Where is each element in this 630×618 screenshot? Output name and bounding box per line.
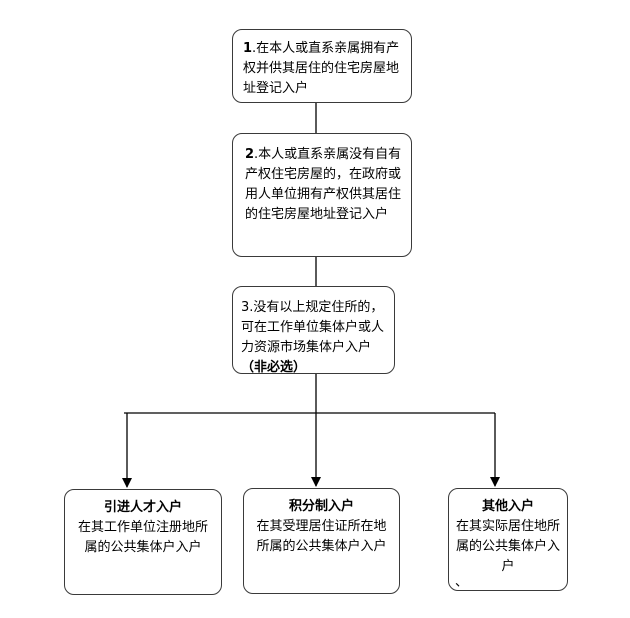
- branch-points-box: 积分制入户 在其受理居住证所在地所属的公共集体户入户: [243, 488, 400, 594]
- branch-title: 引进人才入户: [103, 500, 182, 515]
- step-2-box: 2.本人或直系亲属没有自有产权住宅房屋的，在政府或用人单位拥有产权供其居住的住宅…: [232, 133, 412, 257]
- step-1-number: 1: [243, 41, 253, 56]
- branch-description: 在其工作单位注册地所属的公共集体户入户: [77, 520, 208, 555]
- branch-trailing-mark: 、: [455, 575, 469, 590]
- step-1-text: 1.在本人或直系亲属拥有产权并供其居住的住宅房屋地址登记入户: [243, 41, 400, 96]
- step-2-text: 2.本人或直系亲属没有自有产权住宅房屋的，在政府或用人单位拥有产权供其居住的住宅…: [245, 147, 402, 222]
- step-2-number: 2: [245, 147, 255, 162]
- step-3-box: 3.没有以上规定住所的，可在工作单位集体户或人力资源市场集体户入户（非必选）: [232, 286, 395, 374]
- branch-title: 积分制入户: [288, 499, 354, 514]
- step-3-text: 3.没有以上规定住所的，可在工作单位集体户或人力资源市场集体户入户（非必选）: [241, 300, 385, 374]
- step-1-box: 1.在本人或直系亲属拥有产权并供其居住的住宅房屋地址登记入户: [232, 29, 412, 103]
- branch-talent-box: 引进人才入户 在其工作单位注册地所属的公共集体户入户: [64, 489, 222, 595]
- step-3-optional-note: （非必选）: [241, 360, 307, 374]
- branch-description: 在其受理居住证所在地所属的公共集体户入户: [256, 519, 387, 554]
- branch-description: 在其实际居住地所属的公共集体户入户: [455, 519, 560, 574]
- branch-other-box: 其他入户 在其实际居住地所属的公共集体户入户 、: [448, 488, 568, 591]
- branch-title: 其他入户: [481, 499, 534, 514]
